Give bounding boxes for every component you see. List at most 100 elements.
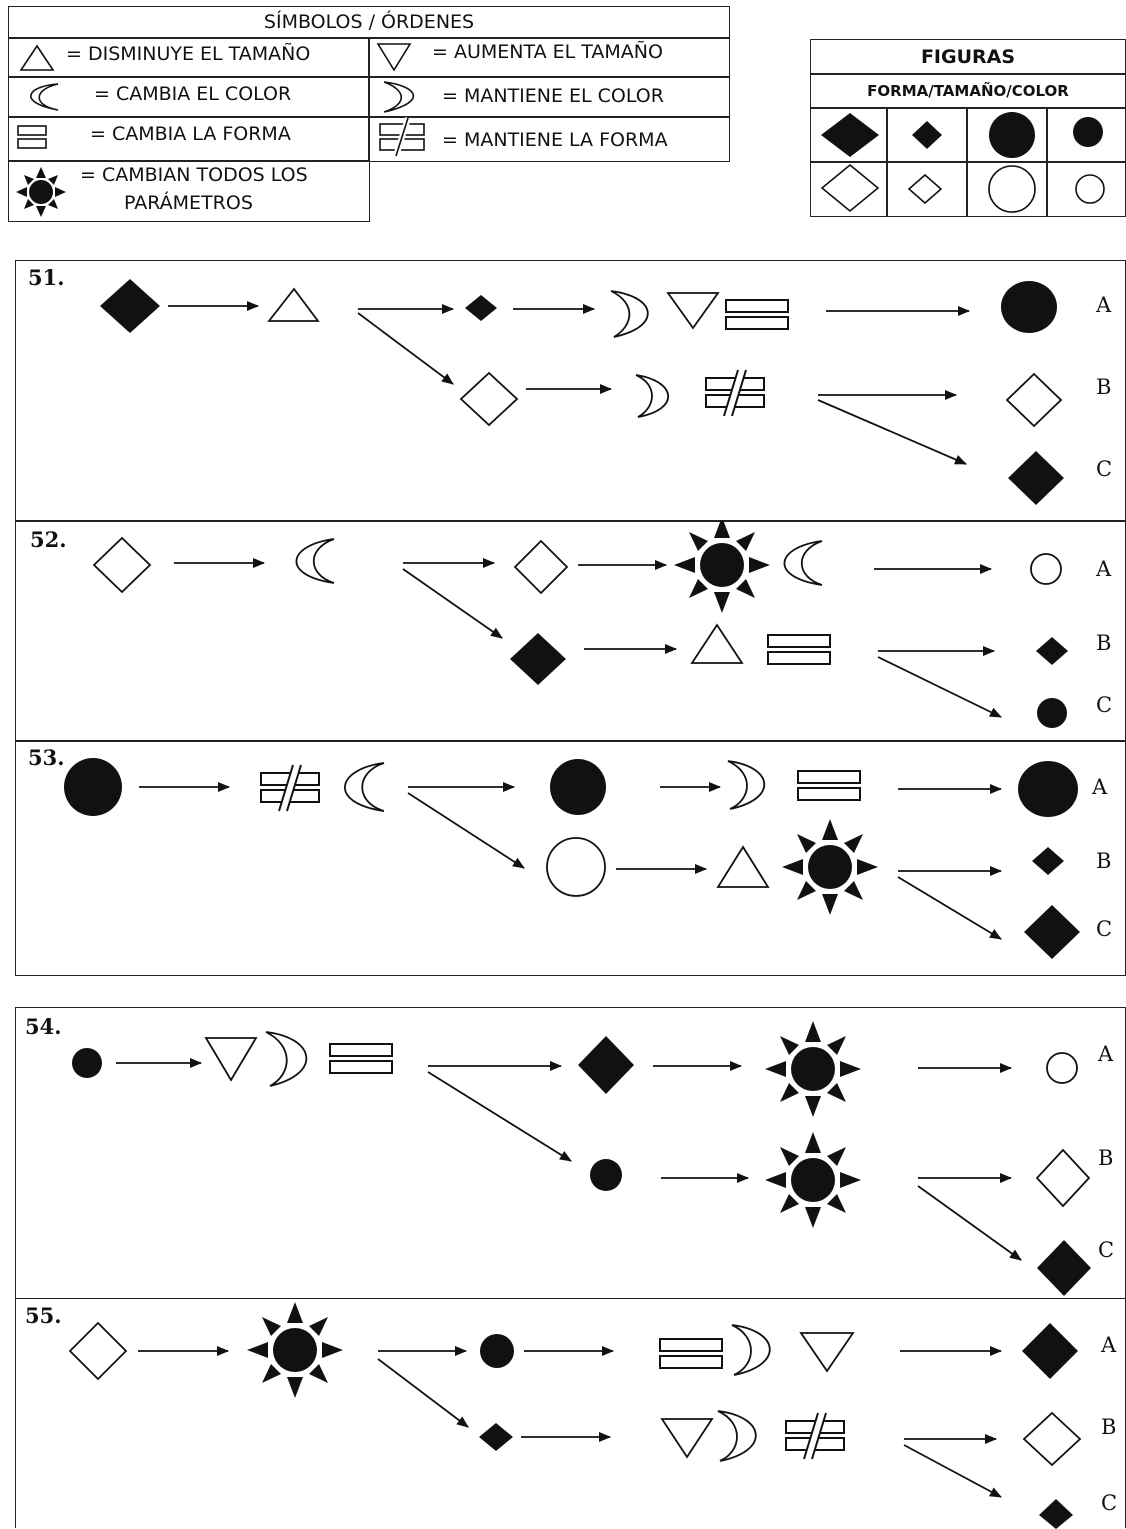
legend-change-shape-label: = CAMBIA LA FORMA — [90, 123, 291, 145]
arrow — [877, 656, 1002, 718]
option-c[interactable]: C — [1096, 917, 1113, 941]
large-black-diamond — [821, 113, 879, 157]
sun-icon — [765, 1132, 861, 1228]
white-diamond — [459, 371, 519, 427]
crescent-left-icon — [295, 538, 335, 584]
option-b[interactable]: B — [1096, 849, 1112, 873]
small-black-circle — [72, 1048, 102, 1078]
crescent-left-icon — [30, 83, 59, 111]
legend-row-keep-shape — [368, 116, 730, 162]
arrow — [402, 568, 503, 639]
option-b[interactable]: B — [1096, 631, 1112, 655]
crescent-right-icon — [731, 1324, 771, 1376]
question-number: 52. — [30, 527, 67, 552]
large-white-diamond — [820, 163, 880, 213]
option-b[interactable]: B — [1096, 375, 1112, 399]
arrow — [377, 1358, 469, 1428]
triangle-up-icon — [267, 287, 320, 322]
crescent-left-icon — [344, 762, 385, 812]
question-54: 54. A B C — [15, 1007, 1126, 1299]
question-number: 51. — [28, 265, 65, 290]
option-a[interactable]: A — [1092, 775, 1108, 799]
question-52: 52. A B C — [15, 520, 1126, 742]
white-diamond — [513, 539, 569, 595]
black-diamond — [578, 1036, 634, 1094]
crescent-right-icon — [635, 374, 670, 418]
figures-table: FIGURAS FORMA/TAMAÑO/COLOR — [810, 39, 1126, 217]
small-black-diamond — [912, 121, 942, 149]
small-white-circle — [1075, 174, 1105, 204]
legend-row-keep-color — [368, 76, 730, 118]
small-black-diamond — [1039, 1499, 1073, 1529]
legend-decrease-label: = DISMINUYE EL TAMAÑO — [66, 43, 311, 65]
small-white-diamond — [907, 173, 943, 205]
figures-cell — [966, 107, 1048, 163]
triangle-down-icon — [204, 1037, 258, 1082]
double-bar-slash-icon — [706, 370, 764, 416]
double-bar-slash-icon — [379, 117, 425, 157]
legend-row-change-color — [8, 76, 370, 118]
black-diamond — [1008, 451, 1064, 505]
option-b[interactable]: B — [1101, 1415, 1117, 1439]
white-diamond — [92, 536, 152, 594]
figures-cell — [810, 161, 888, 217]
option-c[interactable]: C — [1096, 693, 1113, 717]
sun-icon — [16, 167, 66, 217]
option-a[interactable]: A — [1098, 1042, 1114, 1066]
arrow — [817, 399, 967, 465]
legend-row-change-all — [8, 160, 370, 222]
black-diamond — [1022, 1323, 1078, 1379]
question-55: 55. A B C — [15, 1298, 1126, 1529]
legend-row-decrease — [8, 38, 370, 78]
black-circle — [64, 758, 122, 816]
option-b[interactable]: B — [1098, 1146, 1114, 1170]
arrow — [897, 876, 1002, 940]
legend-change-all-label-1: = CAMBIAN TODOS LOS — [80, 164, 308, 186]
small-black-circle — [480, 1334, 514, 1368]
question-51: 51. A B C — [15, 260, 1126, 522]
double-bar-icon — [725, 299, 789, 330]
option-a[interactable]: A — [1096, 293, 1112, 317]
large-white-circle — [988, 165, 1036, 213]
legend-symbols — [16, 43, 425, 217]
question-52-diagram — [92, 521, 1068, 728]
small-black-diamond — [479, 1423, 513, 1451]
small-black-diamond — [465, 295, 497, 321]
triangle-down-icon — [799, 1332, 855, 1373]
option-c[interactable]: C — [1096, 457, 1113, 481]
white-diamond — [68, 1321, 128, 1381]
crescent-left-icon — [783, 540, 823, 586]
question-number: 53. — [28, 745, 65, 770]
triangle-down-icon — [660, 1418, 714, 1459]
white-diamond — [1022, 1411, 1082, 1467]
option-a[interactable]: A — [1096, 557, 1112, 581]
black-diamond — [1037, 1240, 1091, 1296]
legend-keep-shape-label: = MANTIENE LA FORMA — [442, 129, 668, 151]
black-circle — [1018, 761, 1078, 817]
legend-row-increase — [368, 38, 730, 78]
figures-cell — [886, 107, 968, 163]
small-black-diamond — [1036, 637, 1068, 665]
small-white-circle — [1030, 553, 1062, 585]
white-diamond — [1005, 372, 1063, 428]
sun-icon — [782, 819, 878, 915]
legend-change-all-label-2: PARÁMETROS — [124, 192, 253, 214]
legend-increase-label: = AUMENTA EL TAMAÑO — [432, 41, 663, 63]
black-diamond — [100, 279, 160, 333]
triangle-down-icon — [666, 292, 720, 330]
arrow — [427, 1071, 572, 1162]
question-54-diagram — [72, 1021, 1091, 1296]
double-bar-icon — [659, 1338, 723, 1369]
arrow — [357, 312, 454, 385]
option-c[interactable]: C — [1098, 1238, 1115, 1262]
option-a[interactable]: A — [1101, 1333, 1117, 1357]
figures-cell — [886, 161, 968, 217]
triangle-up-icon — [690, 623, 744, 664]
sun-icon — [674, 521, 770, 613]
black-circle — [1001, 281, 1057, 333]
white-diamond — [1035, 1148, 1091, 1208]
figures-cell — [810, 107, 888, 163]
small-black-diamond — [1032, 847, 1064, 875]
arrow — [407, 792, 525, 869]
option-c[interactable]: C — [1101, 1491, 1118, 1515]
